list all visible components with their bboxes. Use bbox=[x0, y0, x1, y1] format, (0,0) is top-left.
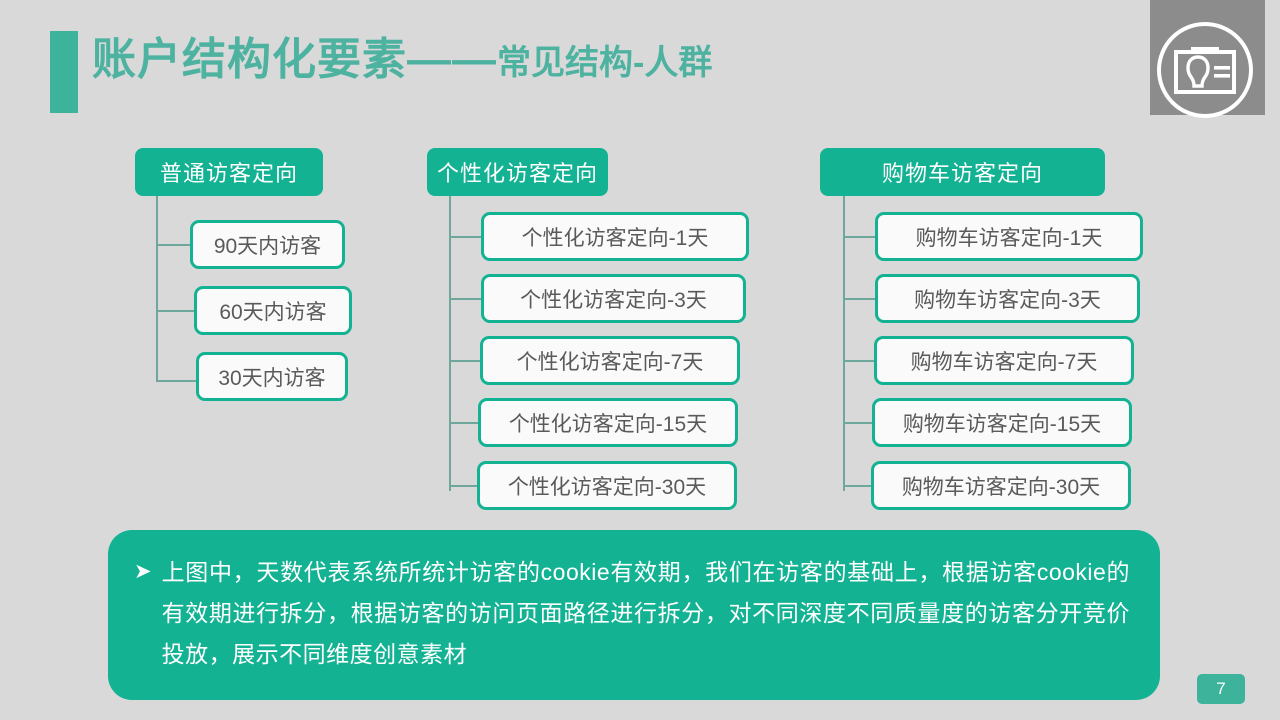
tree-trunk-3 bbox=[843, 196, 845, 491]
page-number-badge: 7 bbox=[1197, 674, 1245, 704]
tree-branch-2-1 bbox=[449, 236, 483, 238]
page-title: 账户结构化要素——常见结构-人群 bbox=[92, 38, 712, 82]
node-cart-15d[interactable]: 购物车访客定向-15天 bbox=[872, 398, 1132, 447]
tree-branch-3-2 bbox=[843, 298, 878, 300]
tree-trunk-2 bbox=[449, 196, 451, 491]
node-personalized-7d[interactable]: 个性化访客定向-7天 bbox=[480, 336, 740, 385]
tree-branch-3-3 bbox=[843, 360, 876, 362]
node-ordinary-30[interactable]: 30天内访客 bbox=[196, 352, 348, 401]
tree-branch-1-1 bbox=[156, 244, 192, 246]
id-badge-icon bbox=[1174, 46, 1236, 94]
node-personalized-15d[interactable]: 个性化访客定向-15天 bbox=[478, 398, 738, 447]
node-ordinary-60[interactable]: 60天内访客 bbox=[194, 286, 352, 335]
column-header-cart-visitor[interactable]: 购物车访客定向 bbox=[820, 148, 1105, 196]
node-cart-7d[interactable]: 购物车访客定向-7天 bbox=[874, 336, 1134, 385]
column-header-personalized-visitor[interactable]: 个性化访客定向 bbox=[427, 148, 608, 196]
title-accent-bar bbox=[50, 31, 78, 113]
tree-branch-3-4 bbox=[843, 422, 874, 424]
tree-branch-2-3 bbox=[449, 360, 482, 362]
node-ordinary-90[interactable]: 90天内访客 bbox=[190, 220, 345, 269]
node-personalized-3d[interactable]: 个性化访客定向-3天 bbox=[481, 274, 746, 323]
summary-note-text: 上图中，天数代表系统所统计访客的cookie有效期，我们在访客的基础上，根据访客… bbox=[161, 559, 1130, 667]
tree-trunk-1 bbox=[156, 196, 158, 381]
tree-branch-1-2 bbox=[156, 310, 195, 312]
column-header-ordinary-visitor[interactable]: 普通访客定向 bbox=[135, 148, 323, 196]
summary-note: ➤ 上图中，天数代表系统所统计访客的cookie有效期，我们在访客的基础上，根据… bbox=[108, 530, 1160, 700]
node-personalized-1d[interactable]: 个性化访客定向-1天 bbox=[481, 212, 749, 261]
logo-circle bbox=[1157, 22, 1253, 118]
bullet-arrow-icon: ➤ bbox=[134, 560, 152, 583]
tree-branch-2-4 bbox=[449, 422, 480, 424]
node-personalized-30d[interactable]: 个性化访客定向-30天 bbox=[477, 461, 737, 510]
tree-branch-1-3 bbox=[156, 380, 197, 382]
node-cart-1d[interactable]: 购物车访客定向-1天 bbox=[875, 212, 1143, 261]
tree-branch-3-5 bbox=[843, 485, 873, 487]
page-title-main: 账户结构化要素—— bbox=[92, 35, 497, 84]
node-cart-3d[interactable]: 购物车访客定向-3天 bbox=[875, 274, 1140, 323]
node-cart-30d[interactable]: 购物车访客定向-30天 bbox=[871, 461, 1131, 510]
tree-branch-3-1 bbox=[843, 236, 877, 238]
tree-branch-2-5 bbox=[449, 485, 479, 487]
tree-branch-2-2 bbox=[449, 298, 484, 300]
page-title-sub: 常见结构-人群 bbox=[497, 44, 713, 82]
